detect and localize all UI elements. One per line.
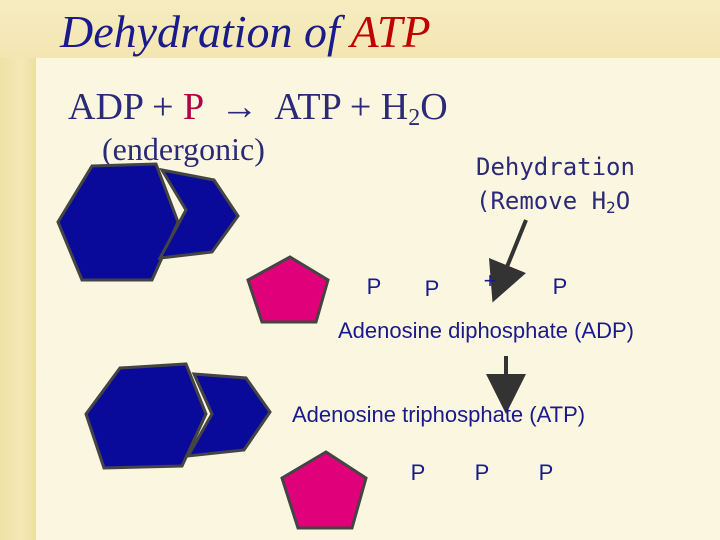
atp-label: Adenosine triphosphate (ATP): [292, 402, 586, 427]
dehydration-note: Dehydration (Remove H2O: [476, 150, 635, 225]
atp-phosphate-1: P: [410, 460, 426, 485]
adp-adenine-pentagon: [157, 167, 240, 260]
adp-label: Adenosine diphosphate (ADP): [338, 318, 634, 343]
adp-phosphate-2: P: [424, 276, 440, 301]
equation-subscript: 2: [408, 105, 421, 131]
free-phosphate: P: [552, 274, 568, 299]
reaction-equation: ADP + P → ATP + H2O: [68, 84, 448, 141]
plus-sign: +: [483, 268, 497, 293]
equation-phosphate: P: [183, 86, 205, 128]
atp-phosphate-2: P: [474, 460, 490, 485]
equation-right: ATP + H: [274, 86, 409, 128]
dehydration-arrow-icon: [488, 219, 528, 303]
atp-ribose-pentagon: [280, 450, 368, 530]
dehydration-line2-start: (Remove H: [476, 187, 607, 215]
atp-adenine-pentagon: [185, 372, 272, 458]
adp-ribose-pentagon: [246, 255, 330, 324]
atp-adenine-hexagon: [84, 362, 208, 470]
equation-left: ADP +: [68, 86, 184, 128]
title-accent: ATP: [350, 6, 431, 57]
dehydration-line2-end: O: [615, 187, 631, 215]
adp-adenine-hexagon: [56, 162, 180, 282]
left-decorative-strip: [0, 0, 36, 540]
slide-title: Dehydration of ATP: [60, 4, 431, 60]
title-main: Dehydration of: [60, 6, 351, 57]
endergonic-note: (endergonic): [102, 131, 265, 167]
reaction-arrow-icon: →: [220, 86, 259, 128]
title-banner: [0, 0, 720, 58]
adp-phosphate-1: P: [366, 274, 382, 299]
dehydration-line1: Dehydration: [476, 153, 635, 181]
dehydration-subscript: 2: [606, 198, 616, 217]
atp-phosphate-3: P: [538, 460, 554, 485]
dehydration-line2: (Remove H2O: [476, 184, 635, 225]
equation-tail: O: [420, 86, 448, 128]
